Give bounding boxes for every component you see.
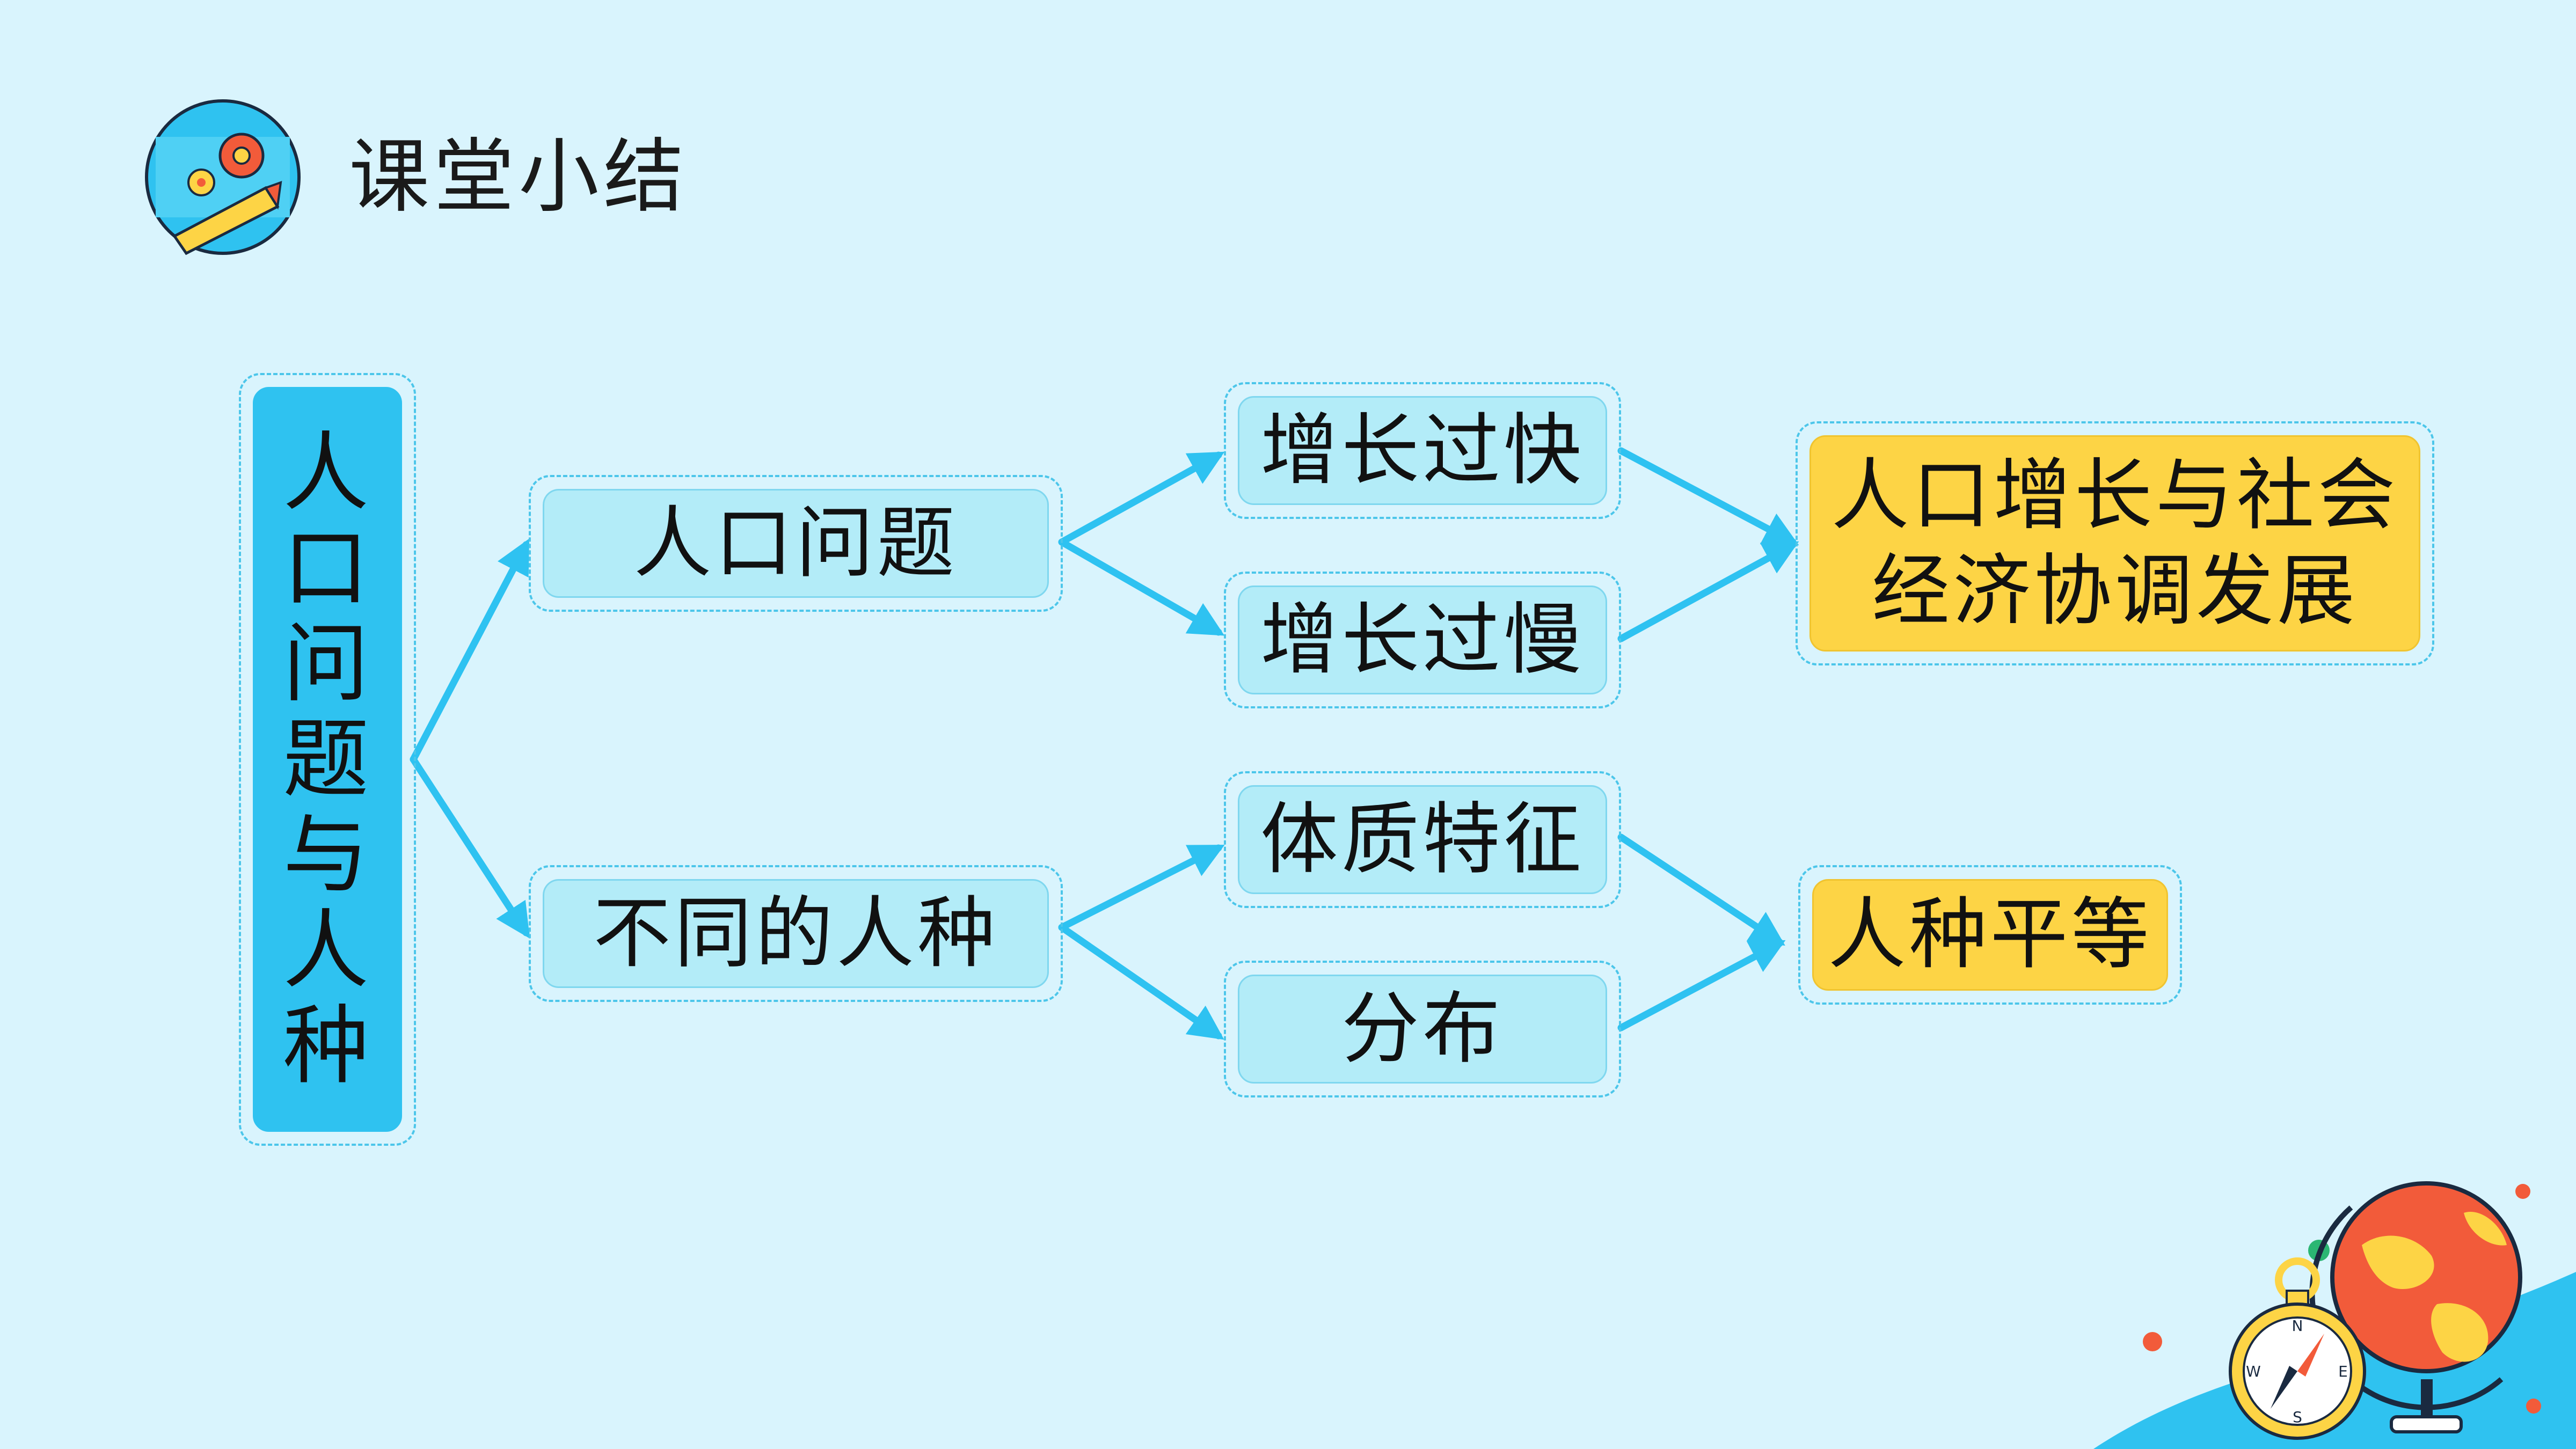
branch-node-population-label: 人口问题 bbox=[543, 489, 1049, 598]
arrow-root-to-race bbox=[410, 756, 530, 939]
arrow-root-to-population bbox=[410, 538, 530, 763]
outcome-node-equality: 人种平等 bbox=[1798, 865, 2182, 1005]
arrow-race-to-distribution bbox=[1058, 924, 1224, 1040]
dot-red bbox=[2143, 1332, 2162, 1351]
gear-pencil-icon bbox=[145, 99, 301, 255]
leaf-node-fast: 增长过快 bbox=[1224, 382, 1621, 519]
compass-letter-w: W bbox=[2246, 1363, 2261, 1380]
arrow-race-to-physique bbox=[1058, 844, 1225, 931]
arrow-fast-to-development bbox=[1617, 447, 1799, 546]
branch-node-population: 人口问题 bbox=[529, 475, 1063, 612]
leaf-node-physique: 体质特征 bbox=[1224, 771, 1621, 908]
dot-bottom-red bbox=[2526, 1399, 2541, 1414]
compass-letter-e: E bbox=[2338, 1363, 2348, 1380]
arrow-slow-to-development bbox=[1617, 541, 1799, 642]
arrow-physique-to-equality bbox=[1617, 833, 1785, 946]
root-node-char: 人 bbox=[282, 900, 372, 1000]
leaf-node-distribution: 分布 bbox=[1224, 961, 1621, 1097]
outcome-node-equality-label: 人种平等 bbox=[1812, 879, 2168, 991]
outcome-node-development-label: 人口增长与社会 经济协调发展 bbox=[1809, 435, 2420, 652]
root-node-char: 题 bbox=[282, 709, 372, 809]
compass-letter-s: S bbox=[2293, 1408, 2302, 1426]
leaf-node-slow: 增长过慢 bbox=[1224, 572, 1621, 708]
globe-compass-decoration: N S E W bbox=[2093, 1181, 2576, 1449]
root-node-char: 人 bbox=[282, 422, 372, 523]
compass-icon: N S E W bbox=[2229, 1257, 2366, 1440]
root-node-char: 种 bbox=[282, 996, 372, 1096]
root-node-label: 人口问题与人种 bbox=[253, 387, 402, 1132]
branch-node-race: 不同的人种 bbox=[529, 865, 1063, 1002]
root-node-char: 与 bbox=[282, 804, 372, 905]
leaf-node-distribution-label: 分布 bbox=[1238, 975, 1607, 1084]
leaf-node-slow-label: 增长过慢 bbox=[1238, 586, 1607, 694]
dot-small-red bbox=[2515, 1184, 2530, 1199]
root-node: 人口问题与人种 bbox=[239, 373, 416, 1146]
root-node-char: 问 bbox=[282, 613, 372, 714]
outcome-node-development: 人口增长与社会 经济协调发展 bbox=[1796, 421, 2434, 665]
branch-node-race-label: 不同的人种 bbox=[543, 879, 1049, 988]
arrow-population-to-slow bbox=[1058, 538, 1225, 636]
arrow-distribution-to-equality bbox=[1617, 940, 1786, 1031]
arrow-population-to-fast bbox=[1058, 451, 1225, 546]
leaf-node-physique-label: 体质特征 bbox=[1238, 785, 1607, 894]
root-node-char: 口 bbox=[282, 518, 372, 618]
page-title: 课堂小结 bbox=[349, 130, 689, 224]
leaf-node-fast-label: 增长过快 bbox=[1238, 396, 1607, 505]
compass-letter-n: N bbox=[2292, 1317, 2303, 1335]
